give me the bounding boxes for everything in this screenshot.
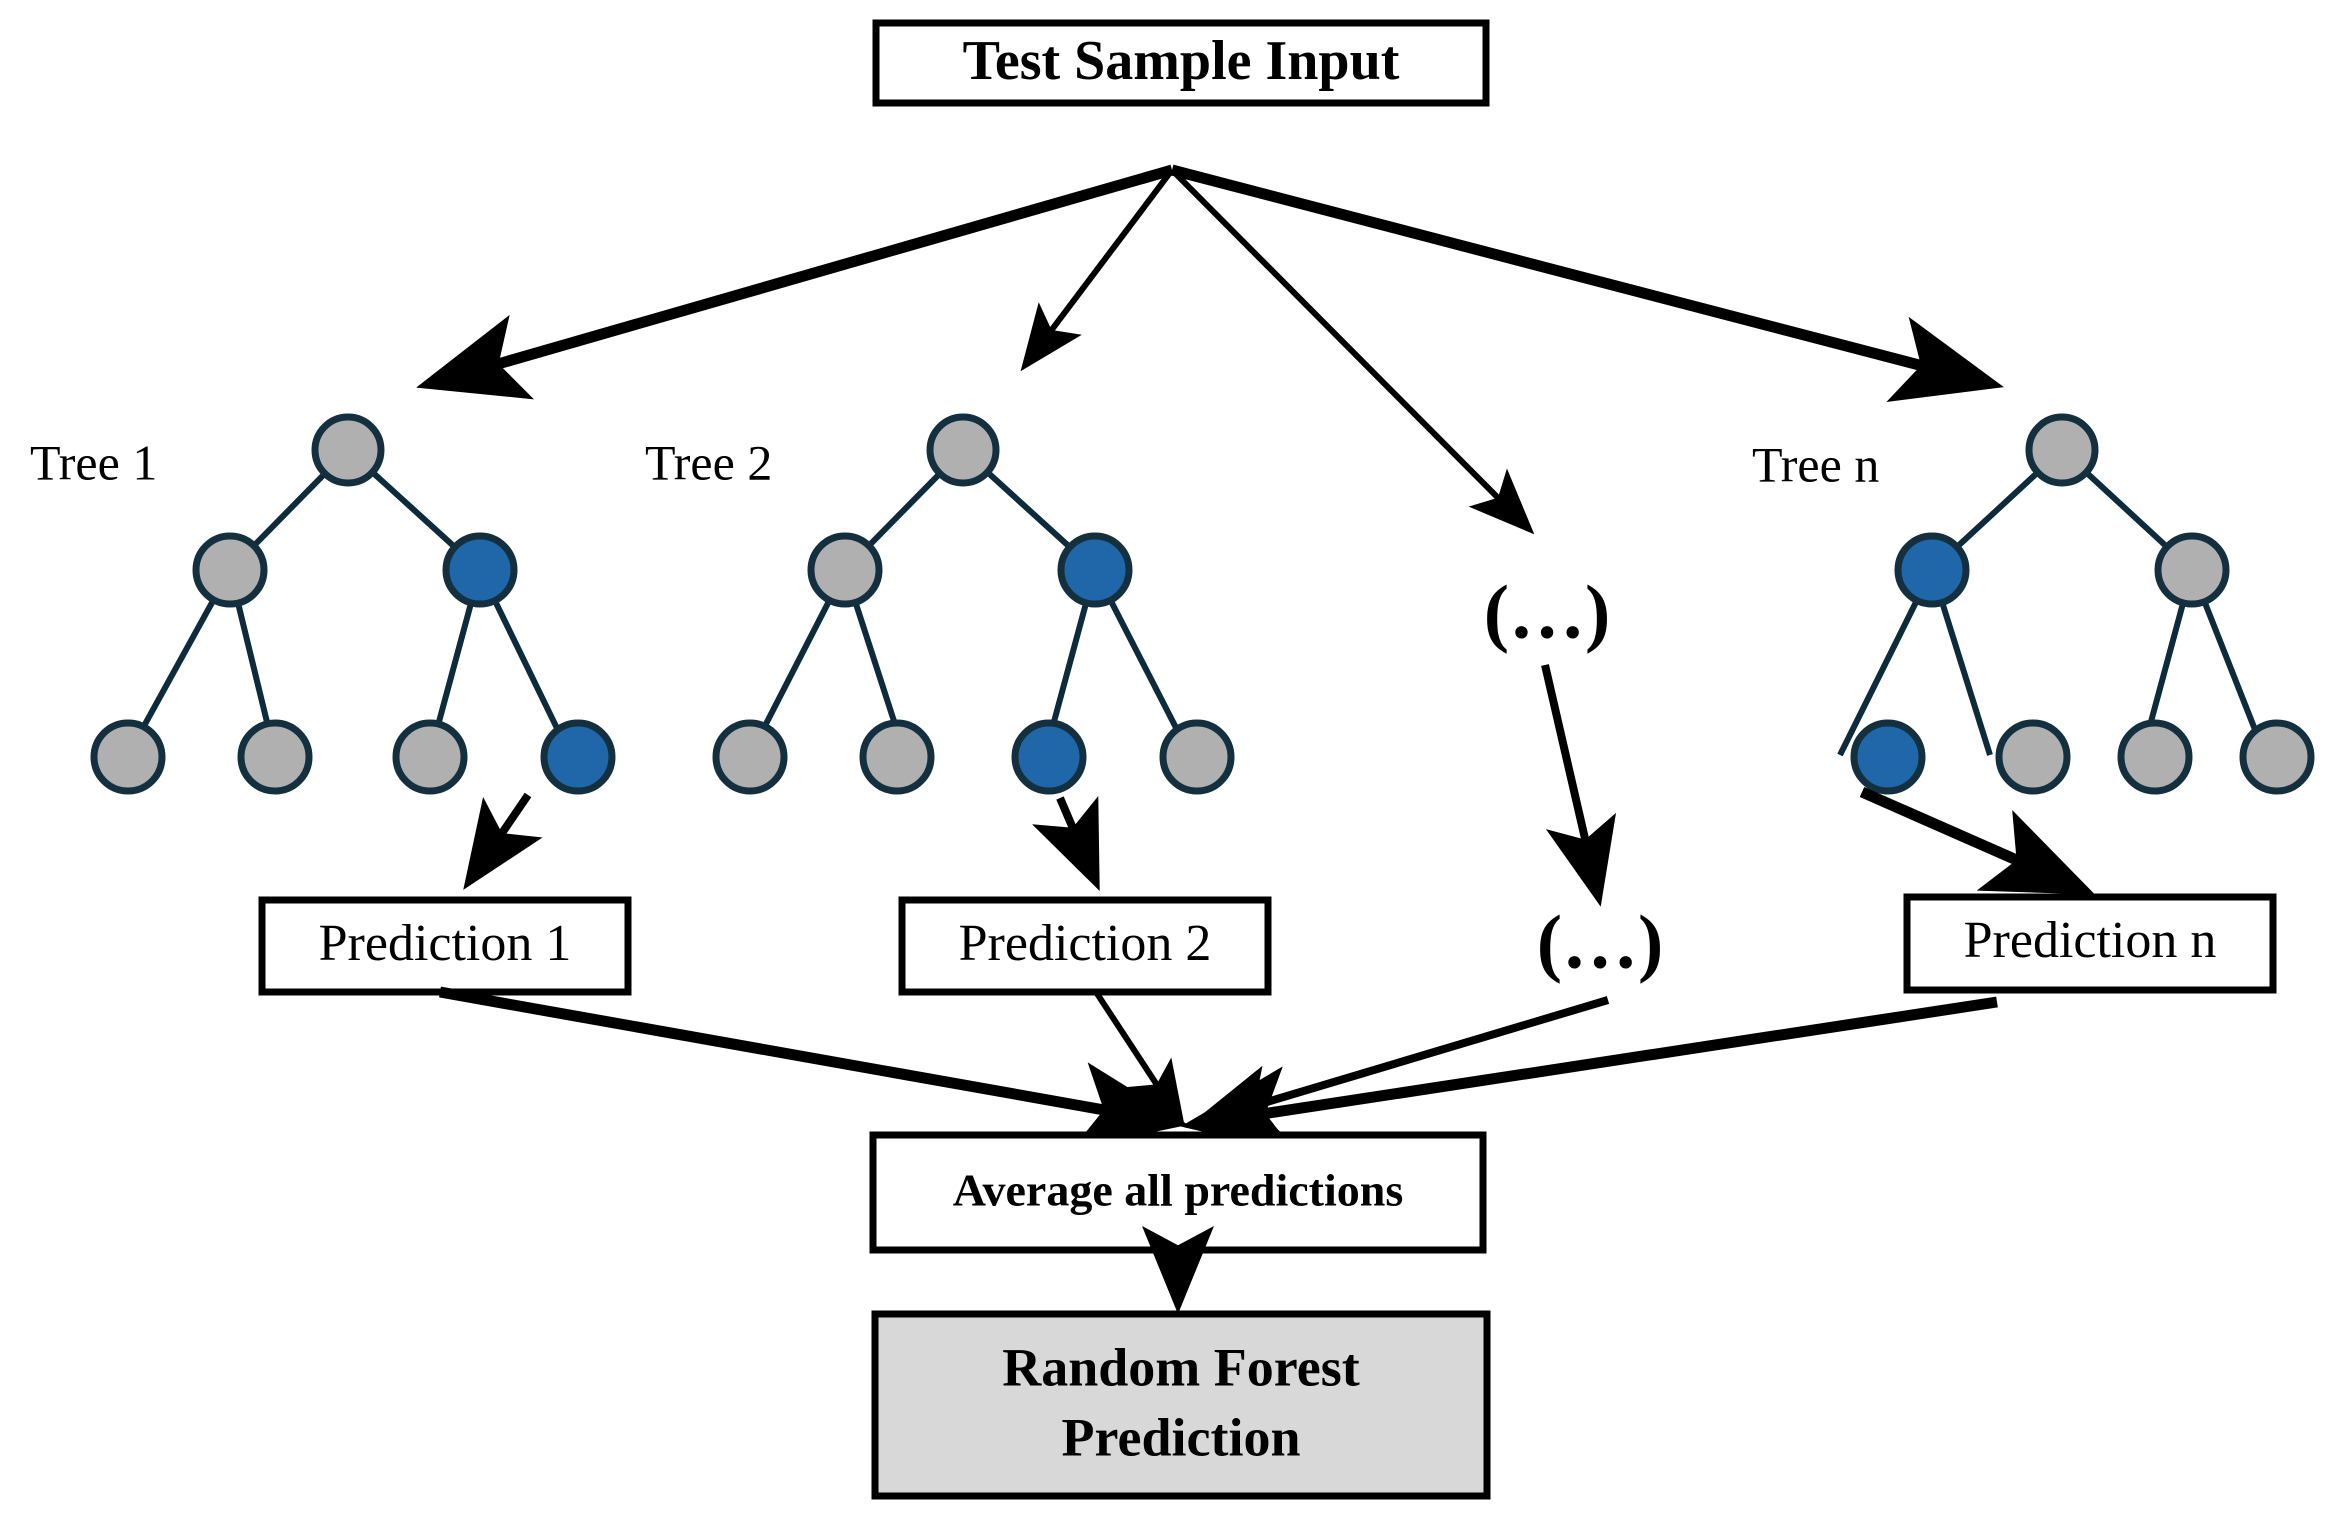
tree-1-label: Tree 1 (30, 434, 157, 490)
tree-2-leaf-0[interactable] (712, 719, 788, 795)
arrow-input-to-tree-2 (1020, 168, 1175, 372)
tree-n-label: Tree n (1752, 436, 1879, 492)
prediction-2-rect (898, 896, 1272, 996)
tree-n-leaf-0[interactable] (1850, 719, 1926, 795)
tree-2-label: Tree 2 (645, 434, 772, 490)
random-forest-prediction-line-2: Prediction (1062, 1407, 1301, 1467)
tree-2-leaf-1[interactable] (859, 719, 935, 795)
arrow-ellipsis-to-average (1188, 996, 1610, 1135)
tree-1-node-right[interactable] (442, 532, 518, 608)
ellipsis-group: (…) (…) (1484, 570, 1664, 984)
tree-2-leaf-3[interactable] (1159, 719, 1235, 795)
tree-1-leaf-3[interactable] (540, 719, 616, 795)
arrow-prediction-n-to-average (1180, 996, 1998, 1154)
arrow-input-to-tree-1 (416, 164, 1174, 400)
arrow-input-to-tree-n (1170, 164, 2004, 402)
tree-n-node-left[interactable] (1894, 532, 1970, 608)
tree-1-leaf-0[interactable] (90, 719, 166, 795)
prediction-n-label: Prediction n (1964, 912, 2217, 969)
arrow-tree-2-to-prediction (1032, 795, 1100, 892)
tree-1-node-left[interactable] (192, 532, 268, 608)
average-predictions-box: Average all predictions (869, 1131, 1487, 1254)
tree-2-leaf-2[interactable] (1011, 719, 1087, 795)
tree-n-node-root[interactable] (2025, 413, 2099, 487)
fanout-arrows (416, 164, 2004, 535)
average-predictions-label: Average all predictions (953, 1165, 1404, 1216)
tree-2-edges (747, 447, 1193, 757)
arrow-tree-1-to-prediction (463, 792, 543, 890)
tree-n-node-right[interactable] (2154, 532, 2230, 608)
tree-2-node-left[interactable] (807, 532, 883, 608)
prediction-n-rect (1903, 893, 2277, 994)
random-forest-prediction-line-1: Random Forest (1002, 1337, 1360, 1397)
random-forest-prediction-box: Random Forest Prediction (871, 1310, 1491, 1500)
random-forest-prediction-rect (871, 1310, 1491, 1500)
prediction-2-label: Prediction 2 (959, 915, 1212, 972)
tree-n-group: Tree n Prediction n (1752, 413, 2315, 994)
arrow-prediction-1-to-average (439, 986, 1189, 1149)
tree-2-group: Tree 2 Prediction 2 (645, 413, 1272, 996)
tree-1-leaf-1[interactable] (237, 719, 313, 795)
tree-1-group: Tree 1 Prediction 1 (30, 413, 632, 996)
tree-n-leaf-3[interactable] (2239, 719, 2315, 795)
test-sample-input-label: Test Sample Input (963, 30, 1400, 92)
tree-2-node-root[interactable] (926, 413, 1000, 487)
test-sample-input-rect (872, 19, 1490, 107)
ellipsis-lower-label: (…) (1537, 900, 1664, 984)
tree-n-leaf-1[interactable] (1995, 719, 2071, 795)
test-sample-input-box: Test Sample Input (872, 19, 1490, 107)
prediction-1-label: Prediction 1 (319, 915, 572, 972)
ellipsis-upper-label: (…) (1484, 570, 1611, 654)
prediction-1-rect (258, 896, 632, 996)
tree-1-edges (125, 447, 573, 757)
tree-n-leaf-2[interactable] (2117, 719, 2193, 795)
arrow-input-to-ellipsis (1169, 167, 1535, 535)
converge-arrows (439, 986, 1998, 1154)
tree-2-node-right[interactable] (1057, 532, 1133, 608)
arrow-prediction-2-to-average (1093, 990, 1185, 1128)
arrow-ellipsis-upper-to-lower (1541, 664, 1617, 907)
tree-1-node-root[interactable] (311, 413, 385, 487)
tree-1-leaf-2[interactable] (392, 719, 468, 795)
arrow-tree-n-to-prediction (1859, 786, 2096, 895)
